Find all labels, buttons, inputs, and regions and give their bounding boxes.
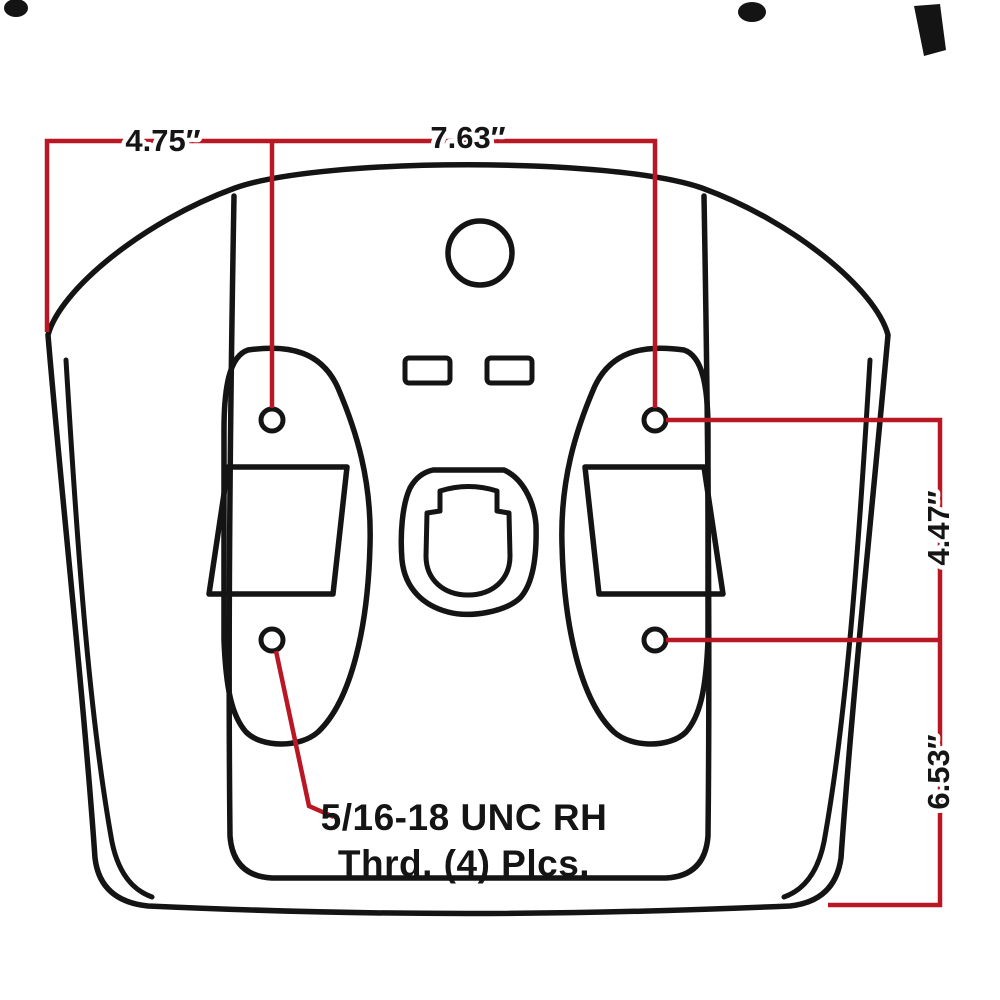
scan-artifact-icon [914, 4, 946, 56]
thread-note-leader [273, 650, 335, 820]
dimension-lines-group [44, 138, 943, 908]
left-vent-slot [402, 355, 453, 386]
left-wing-inner-line [63, 357, 155, 900]
right-wing-inner-line [781, 357, 873, 900]
dim-line-right [666, 417, 943, 908]
seat-outline-group [45, 162, 891, 917]
seat-outer-silhouette [45, 162, 891, 917]
dim-label-top-left: 4.75″ [125, 123, 200, 158]
mount-hole-top-right [641, 406, 669, 434]
mount-hole-top-left [258, 406, 286, 434]
dim-label-right-lower: 6.53″ [921, 734, 956, 809]
dim-label-top-center: 7.63″ [430, 120, 505, 155]
thread-note-line1: 5/16-18 UNC RH [321, 797, 608, 838]
mount-hole-bottom-left [258, 626, 286, 654]
dim-label-right-upper: 4.47″ [921, 490, 956, 565]
left-trapezoid-cutout [206, 464, 350, 597]
center-boss-outer [398, 467, 539, 618]
labels-group: 4.75″ 7.63″ 4.47″ 6.53″ 5/16-18 UNC RH T… [121, 116, 961, 885]
right-trapezoid-cutout [582, 464, 726, 597]
scan-artifacts-group [4, 0, 946, 56]
right-mount-panel [559, 345, 711, 747]
dim-line-top [44, 138, 658, 408]
scan-artifact-icon [738, 2, 766, 22]
right-vent-slot [484, 355, 535, 386]
mount-hole-bottom-right [641, 626, 669, 654]
scan-artifact-icon [4, 0, 28, 17]
thread-note-line2: Thrd. (4) Plcs. [338, 843, 590, 884]
center-boss-slot [423, 484, 513, 598]
top-center-hole [445, 218, 515, 288]
left-mount-panel [221, 345, 373, 747]
